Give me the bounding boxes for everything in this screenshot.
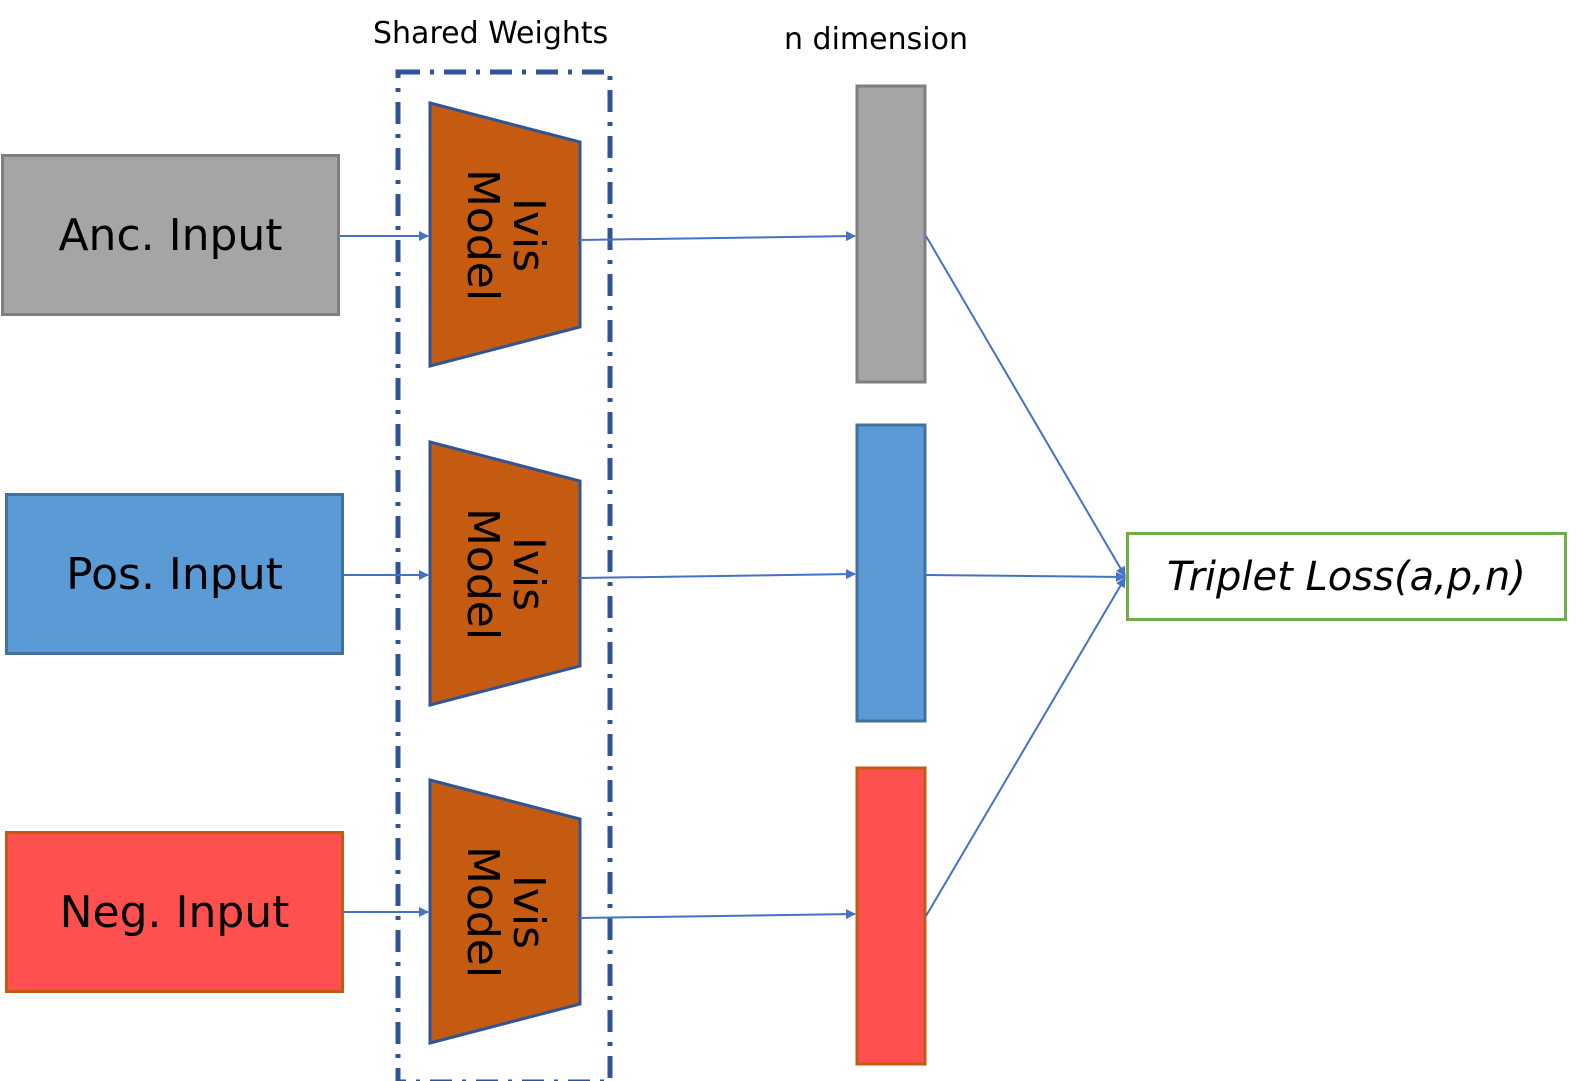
triplet-loss-box: Triplet Loss(a,p,n) (1126, 532, 1567, 621)
arrow-negative-embedding-to-loss (925, 577, 1126, 917)
arrow-anchor-embedding-to-loss (925, 235, 1126, 577)
model-label-anchor: Ivis Model (450, 105, 560, 365)
model-label-line1: Ivis (503, 874, 555, 950)
model-label-negative: Ivis Model (450, 782, 560, 1042)
shared-weights-label: Shared Weights (373, 16, 609, 51)
model-label-line1: Ivis (503, 536, 555, 612)
model-label-positive: Ivis Model (450, 444, 560, 704)
embedding-bar-negative (855, 766, 927, 1066)
shared-weights-frame (395, 69, 613, 1081)
n-dimension-label: n dimension (784, 22, 968, 57)
negative-input-label: Neg. Input (59, 886, 290, 938)
model-label-line2: Model (457, 507, 508, 641)
model-block-positive (428, 440, 582, 707)
positive-input-label: Pos. Input (66, 548, 283, 600)
arrow-positive-embedding-to-loss (925, 571, 1126, 582)
model-block-anchor (428, 101, 582, 368)
arrow-negative-model-to-embedding (579, 909, 856, 920)
embedding-bar-positive (855, 423, 927, 723)
model-label-line1: Ivis (503, 197, 555, 273)
anchor-input-box: Anc. Input (1, 154, 340, 316)
arrow-anchor-model-to-embedding (579, 231, 856, 242)
anchor-input-label: Anc. Input (58, 209, 283, 261)
model-label-line2: Model (457, 168, 508, 302)
embedding-bar-anchor (855, 84, 927, 384)
arrow-positive-model-to-embedding (579, 569, 856, 580)
model-label-line2: Model (457, 845, 508, 979)
model-block-negative (428, 778, 582, 1045)
triplet-loss-label: Triplet Loss(a,p,n) (1167, 553, 1526, 600)
negative-input-box: Neg. Input (5, 831, 344, 993)
positive-input-box: Pos. Input (5, 493, 344, 655)
